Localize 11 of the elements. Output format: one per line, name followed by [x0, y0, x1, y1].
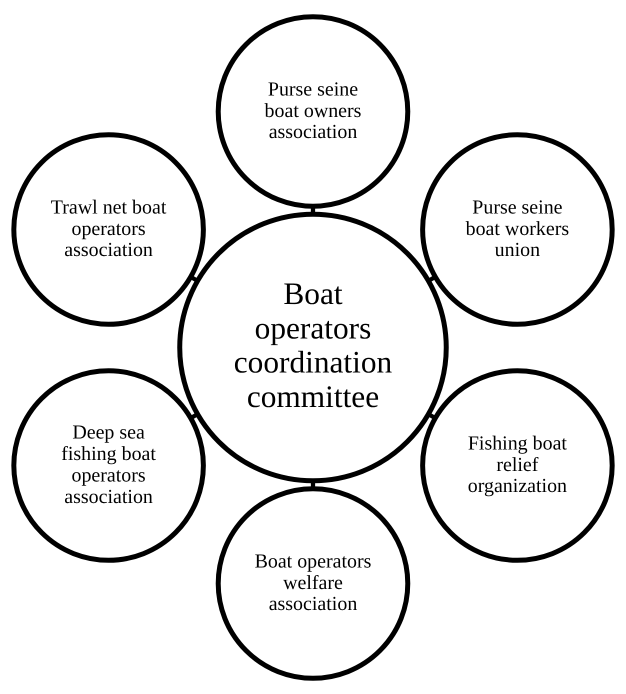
node-circle: Fishing boat relief organization	[420, 368, 615, 562]
connector	[428, 412, 436, 420]
node-circle: Boat operators welfare association	[216, 486, 410, 680]
connector	[190, 412, 198, 420]
node-circle: Boat operators coordination committee	[177, 211, 449, 483]
connector	[428, 274, 436, 282]
node-circle: Purse seine boat owners association	[216, 14, 410, 208]
node-circle: Deep sea fishing boat operators association	[11, 368, 206, 562]
node-circle: Purse seine boat workers union	[420, 132, 615, 326]
node-circle: Trawl net boat operators association	[11, 132, 206, 326]
connector	[190, 274, 198, 282]
